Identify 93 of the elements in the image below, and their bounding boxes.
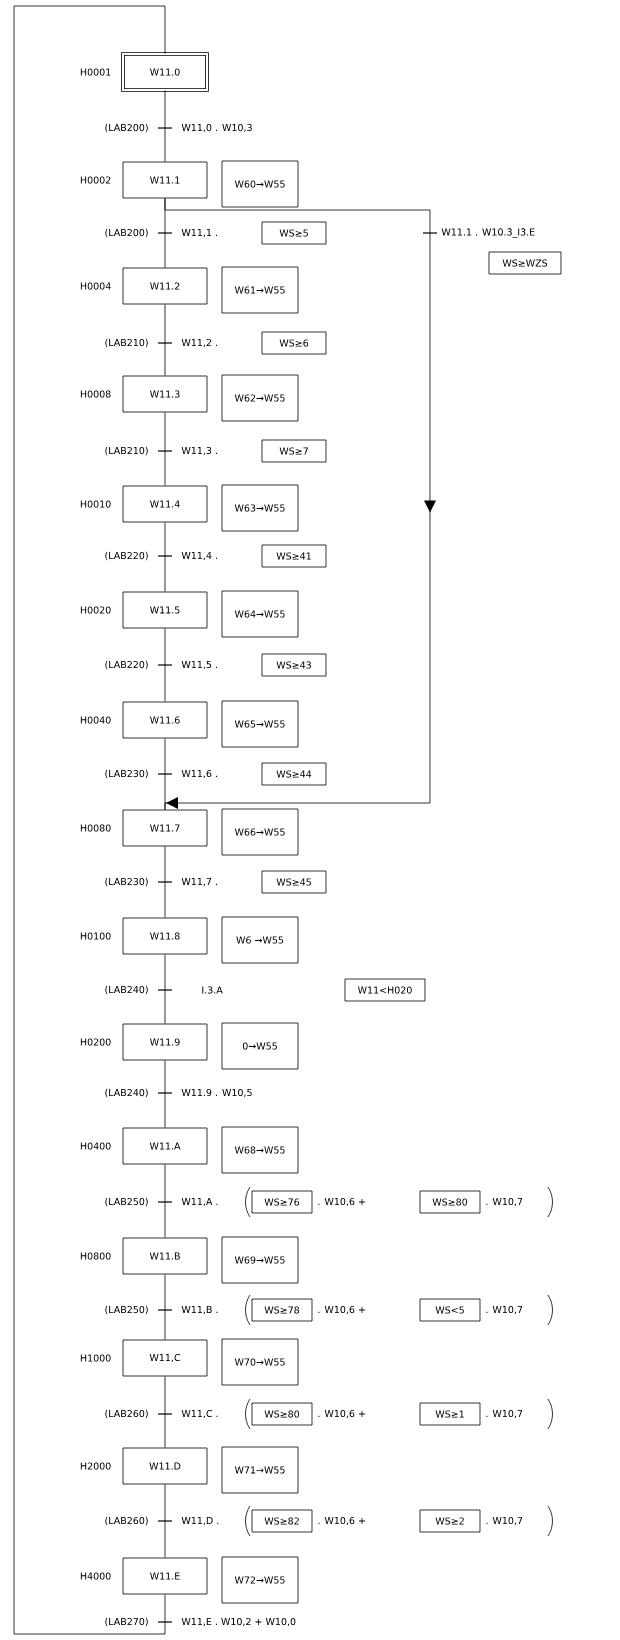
condition-box: WS≥6 (261, 331, 327, 355)
step-box: W11.9 (122, 1023, 208, 1061)
step-label: (LAB210) (105, 338, 148, 348)
condition-box: WS≥2 (419, 1509, 481, 1533)
edge-label: W11,2 . (180, 337, 219, 349)
condition-box: WS<5 (419, 1298, 481, 1322)
action-box: W61→W55 (221, 266, 299, 314)
step-number: H0080 (80, 824, 111, 832)
condition-box: WS≥44 (261, 762, 327, 786)
action-box: W68→W55 (221, 1126, 299, 1174)
action-box: W63→W55 (221, 484, 299, 532)
action-box: W70→W55 (221, 1338, 299, 1386)
step-number: H2000 (80, 1462, 111, 1470)
edge-label: W11,6 . (180, 768, 219, 780)
step-label: (LAB230) (105, 877, 148, 887)
condition-box: WS≥76 (251, 1190, 313, 1214)
condition-box: WS≥5 (261, 221, 327, 245)
edge-label: W11,1 . (180, 228, 219, 239)
action-box: W69→W55 (221, 1236, 299, 1284)
condition-box: WS≥41 (261, 544, 327, 568)
step-number: H0200 (80, 1038, 111, 1046)
step-number: H1000 (80, 1354, 111, 1362)
edge-label: W11,E . W10,2 + W10,0 (180, 1616, 298, 1628)
arrow (164, 198, 436, 810)
step-label: (LAB220) (105, 551, 148, 561)
condition-box: WS≥7 (261, 439, 327, 463)
step-label: (LAB230) (105, 769, 148, 779)
edge-label: W11.1 . W10.3_I3.E (440, 227, 537, 239)
step-box: W11.2 (122, 267, 208, 305)
step-box: W11.4 (122, 485, 208, 523)
step-box: W11.E (122, 1557, 208, 1595)
action-box: W64→W55 (221, 590, 299, 638)
step-number: H4000 (80, 1572, 111, 1580)
edge-label: W11,3 . (180, 445, 219, 457)
condition-box: WS≥45 (261, 870, 327, 894)
step-number: H0004 (80, 282, 111, 290)
edge-label: W11,D . (180, 1516, 221, 1526)
edge-label: W11,B . (180, 1305, 220, 1315)
step-label: (LAB200) (105, 228, 148, 238)
action-box: W66→W55 (221, 808, 299, 856)
step-number: H0002 (80, 176, 111, 184)
condition-box: WS≥1 (419, 1402, 481, 1426)
condition-box: WS≥80 (251, 1402, 313, 1426)
step-box: W11.5 (122, 591, 208, 629)
condition-box: WS≥WZS (488, 251, 562, 275)
edge-label: W11,7 . (180, 877, 219, 888)
action-box: W6 →W55 (221, 916, 299, 964)
step-number: H0010 (80, 500, 111, 508)
step-label: (LAB240) (105, 1088, 148, 1098)
step-label: (LAB200) (105, 123, 148, 133)
condition-box: W11<H020 (344, 978, 426, 1002)
action-box: 0→W55 (221, 1022, 299, 1070)
step-box: W11.7 (122, 809, 208, 847)
step-label: (LAB260) (105, 1516, 148, 1526)
step-box: W11.6 (122, 701, 208, 739)
step-box: W11.D (122, 1447, 208, 1485)
step-label: (LAB270) (105, 1617, 148, 1627)
step-box: W11.B (122, 1237, 208, 1275)
action-box: W60→W55 (221, 160, 299, 208)
action-box: W65→W55 (221, 700, 299, 748)
condition-box: WS≥82 (251, 1509, 313, 1533)
edge-label: W11.9 . W10,5 (180, 1087, 254, 1099)
edge-label: W11,C . (180, 1408, 220, 1420)
step-number: H0001 (80, 68, 111, 76)
edge-label: W11,4 . (180, 551, 219, 561)
step-number: H0400 (80, 1142, 111, 1150)
action-box: W71→W55 (221, 1446, 299, 1494)
action-box: W72→W55 (221, 1556, 299, 1604)
step-label: (LAB220) (105, 660, 148, 670)
step-number: H0800 (80, 1252, 111, 1260)
step-box: W11.A (122, 1127, 208, 1165)
step-label: (LAB250) (105, 1305, 148, 1315)
step-label: (LAB240) (105, 985, 148, 995)
step-label: (LAB250) (105, 1197, 148, 1207)
step-box: W11,C (122, 1339, 208, 1377)
initial-step-box: W11.0 (121, 52, 209, 92)
step-label: (LAB260) (105, 1409, 148, 1419)
edge-label: I.3.A (200, 985, 224, 995)
step-box: W11.3 (122, 375, 208, 413)
step-number: H0040 (80, 716, 111, 724)
step-box: W11.8 (122, 917, 208, 955)
step-number: H0100 (80, 932, 111, 940)
step-label: (LAB210) (105, 446, 148, 456)
condition-box: WS≥78 (251, 1298, 313, 1322)
action-box: W62→W55 (221, 374, 299, 422)
condition-box: WS≥43 (261, 653, 327, 677)
edge-label: W11,5 . (180, 660, 219, 670)
step-box: W11.1 (122, 161, 208, 199)
edge-label: W11,A . (180, 1197, 220, 1207)
step-number: H0020 (80, 606, 111, 614)
step-number: H0008 (80, 390, 111, 398)
condition-box: WS≥80 (419, 1190, 481, 1214)
edge-label: W11,0 . W10,3 (180, 122, 254, 134)
